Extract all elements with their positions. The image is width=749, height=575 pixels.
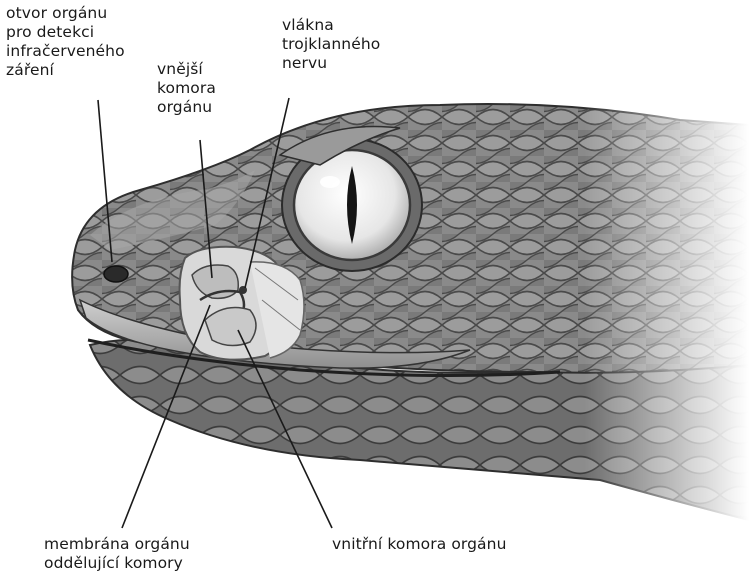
label-inner-chamber: vnitřní komora orgánu bbox=[332, 535, 507, 554]
label-pit-opening: otvor orgánu pro detekci infračerveného … bbox=[6, 4, 125, 80]
label-membrane: membrána orgánu oddělující komory bbox=[44, 535, 190, 573]
label-outer-chamber: vnější komora orgánu bbox=[157, 60, 216, 117]
label-trigeminal-fibers: vlákna trojklanného nervu bbox=[282, 16, 380, 73]
